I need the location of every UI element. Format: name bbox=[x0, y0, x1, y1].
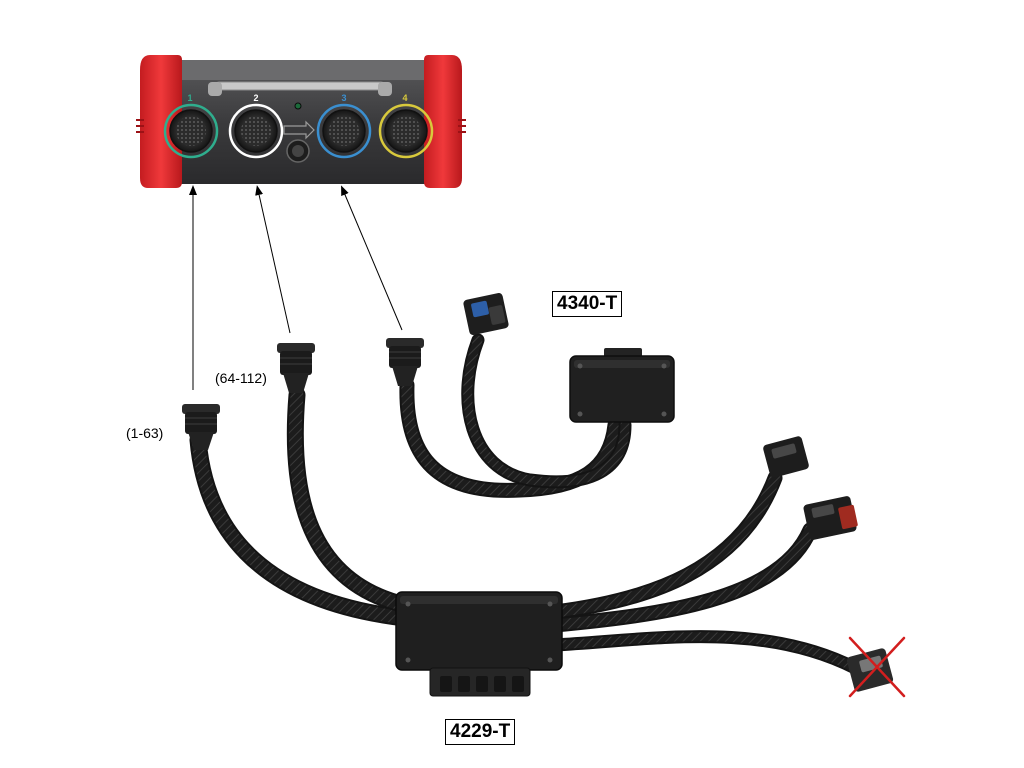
harness-4229-box bbox=[395, 591, 563, 697]
carry-handle bbox=[208, 81, 392, 96]
small-connector bbox=[286, 139, 310, 163]
right-bumper-ridges bbox=[458, 119, 466, 133]
round-connector-1 bbox=[182, 404, 220, 450]
braided-cables bbox=[189, 333, 862, 675]
port-2-number: 2 bbox=[253, 93, 258, 103]
device-body bbox=[165, 60, 440, 184]
right-connector-3 bbox=[846, 648, 894, 692]
port-1-number: 1 bbox=[187, 93, 192, 103]
port-1-ring bbox=[163, 103, 219, 159]
round-connector-2 bbox=[277, 343, 315, 393]
left-bumper-ridges bbox=[136, 119, 144, 133]
harness-4229-label: 4229-T bbox=[445, 719, 516, 745]
adapter-4340-label: 4340-T bbox=[552, 291, 623, 317]
arrow-port-2 bbox=[255, 185, 291, 334]
right-connector-2 bbox=[803, 496, 858, 540]
port-3-number: 3 bbox=[341, 93, 346, 103]
port-4-ring bbox=[378, 103, 434, 159]
port-1: 1 bbox=[163, 93, 219, 159]
port-3-ring bbox=[316, 103, 372, 159]
connection-arrows bbox=[189, 185, 403, 390]
right-connector-1 bbox=[763, 436, 809, 478]
cross-mark-icon bbox=[848, 636, 906, 698]
arrow-icon bbox=[283, 120, 315, 140]
adapter-4340-box bbox=[569, 348, 675, 423]
port-4: 4 bbox=[378, 93, 434, 159]
right-bumper bbox=[424, 55, 462, 188]
measurement-device: 1 2 3 4 bbox=[136, 55, 466, 188]
port-2: 2 bbox=[228, 93, 284, 159]
adapter-4340-connector bbox=[463, 292, 509, 336]
arrow-port-3 bbox=[341, 185, 403, 331]
port-3: 3 bbox=[316, 93, 372, 159]
device-top-face bbox=[175, 60, 430, 80]
range-label-1: (1-63) bbox=[126, 425, 164, 441]
round-connector-3 bbox=[386, 338, 424, 386]
left-bumper bbox=[140, 55, 182, 188]
port-4-number: 4 bbox=[402, 93, 407, 103]
port-2-ring bbox=[228, 103, 284, 159]
range-label-2: (64-112) bbox=[215, 370, 267, 386]
status-led bbox=[294, 102, 302, 110]
